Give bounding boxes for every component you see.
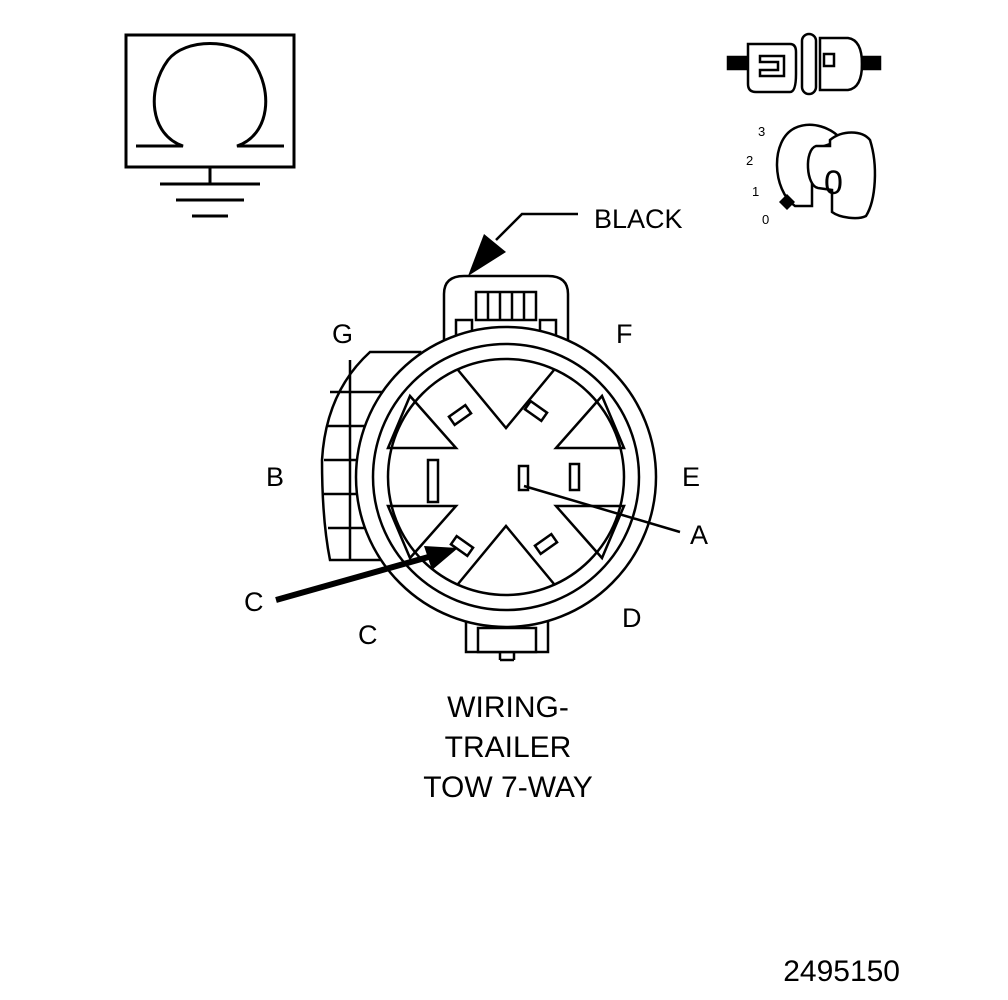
figure-number: 2495150: [783, 955, 900, 988]
pin-f-terminal: [523, 399, 549, 423]
connector-mid-ring: [371, 342, 641, 612]
connector-title-line-1: WIRING-: [447, 691, 569, 724]
ignition-pos-0: 0: [762, 212, 769, 227]
connector-disconnect-icon: [726, 32, 882, 96]
pin-e-terminal: [568, 462, 581, 492]
pin-label-a: A: [690, 520, 708, 550]
pin-a-terminal: [517, 464, 530, 492]
connector-outer-ring: [354, 325, 658, 629]
pin-b-terminal: [426, 458, 440, 504]
ignition-pos-1: 1: [752, 184, 759, 199]
pin-g-terminal: [447, 403, 473, 427]
pin-label-c: C: [358, 620, 378, 650]
connector-inner-face: [386, 357, 626, 597]
color-label: BLACK: [594, 204, 683, 234]
trailer-connector-illustration: [320, 274, 658, 662]
black-leader-arrow: [468, 212, 578, 276]
pin-c-terminal: [449, 534, 475, 558]
connector-title-line-2: TRAILER: [445, 731, 572, 764]
ignition-switch-icon: 3 2 1 0 0: [746, 123, 877, 227]
ignition-pos-3: 3: [758, 124, 765, 139]
pin-label-c-pointer: C: [244, 587, 264, 617]
connector-title-line-3: TOW 7-WAY: [423, 771, 592, 804]
pin-label-e: E: [682, 462, 700, 492]
pin-a-leader-line: [523, 484, 681, 534]
pin-label-b: B: [266, 462, 284, 492]
pin-c-pointer-arrow: [275, 546, 458, 603]
pin-label-d: D: [622, 603, 642, 633]
ohmmeter-icon: [124, 33, 296, 218]
pin-label-f: F: [616, 319, 633, 349]
pin-label-g: G: [332, 319, 353, 349]
ignition-pos-2: 2: [746, 153, 753, 168]
pin-d-terminal: [533, 532, 559, 556]
ignition-key-value: 0: [824, 164, 843, 202]
